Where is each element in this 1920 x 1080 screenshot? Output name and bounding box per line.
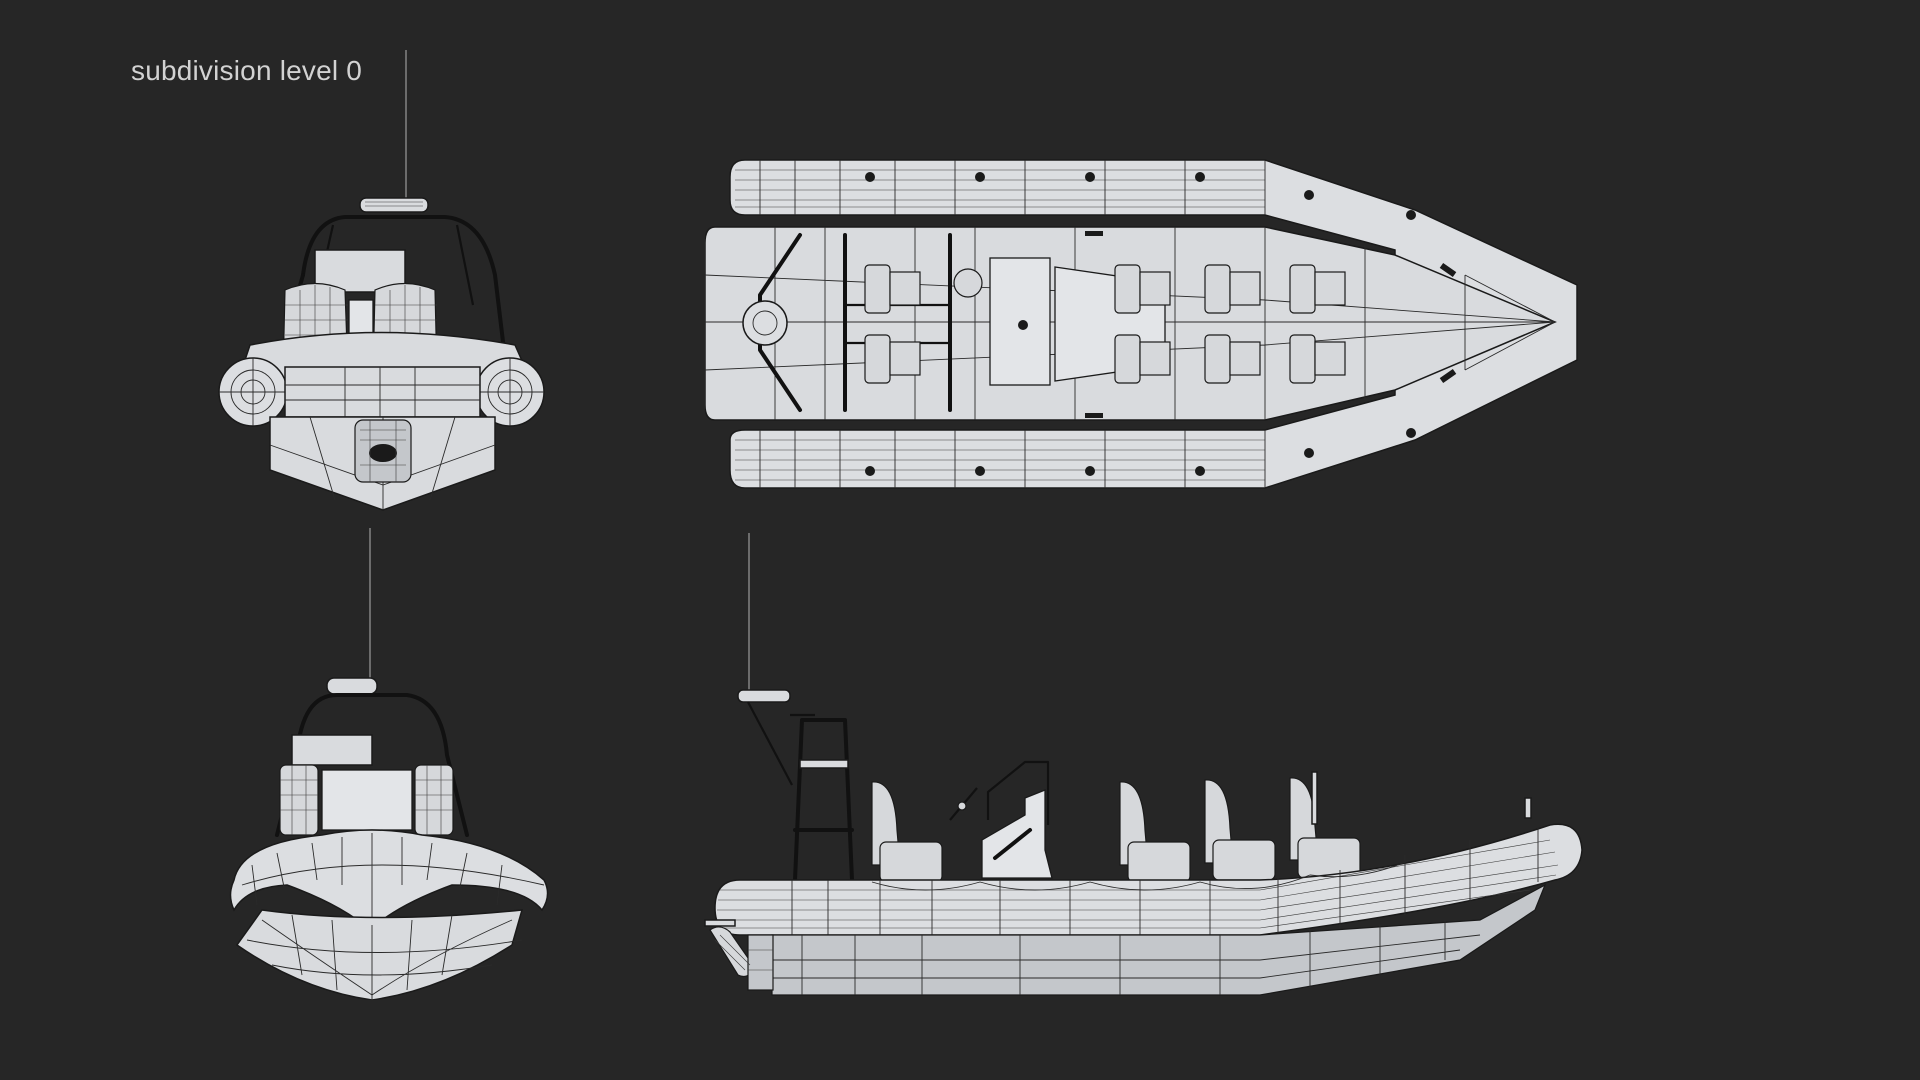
side-view-seats (871, 777, 1361, 883)
top-view-seats (864, 264, 1346, 384)
rear-view (215, 45, 560, 515)
top-view (705, 155, 1585, 495)
side-view (700, 530, 1585, 1000)
front-view (222, 525, 567, 1000)
subdivision-level-caption: subdivision level 0 (131, 55, 363, 86)
